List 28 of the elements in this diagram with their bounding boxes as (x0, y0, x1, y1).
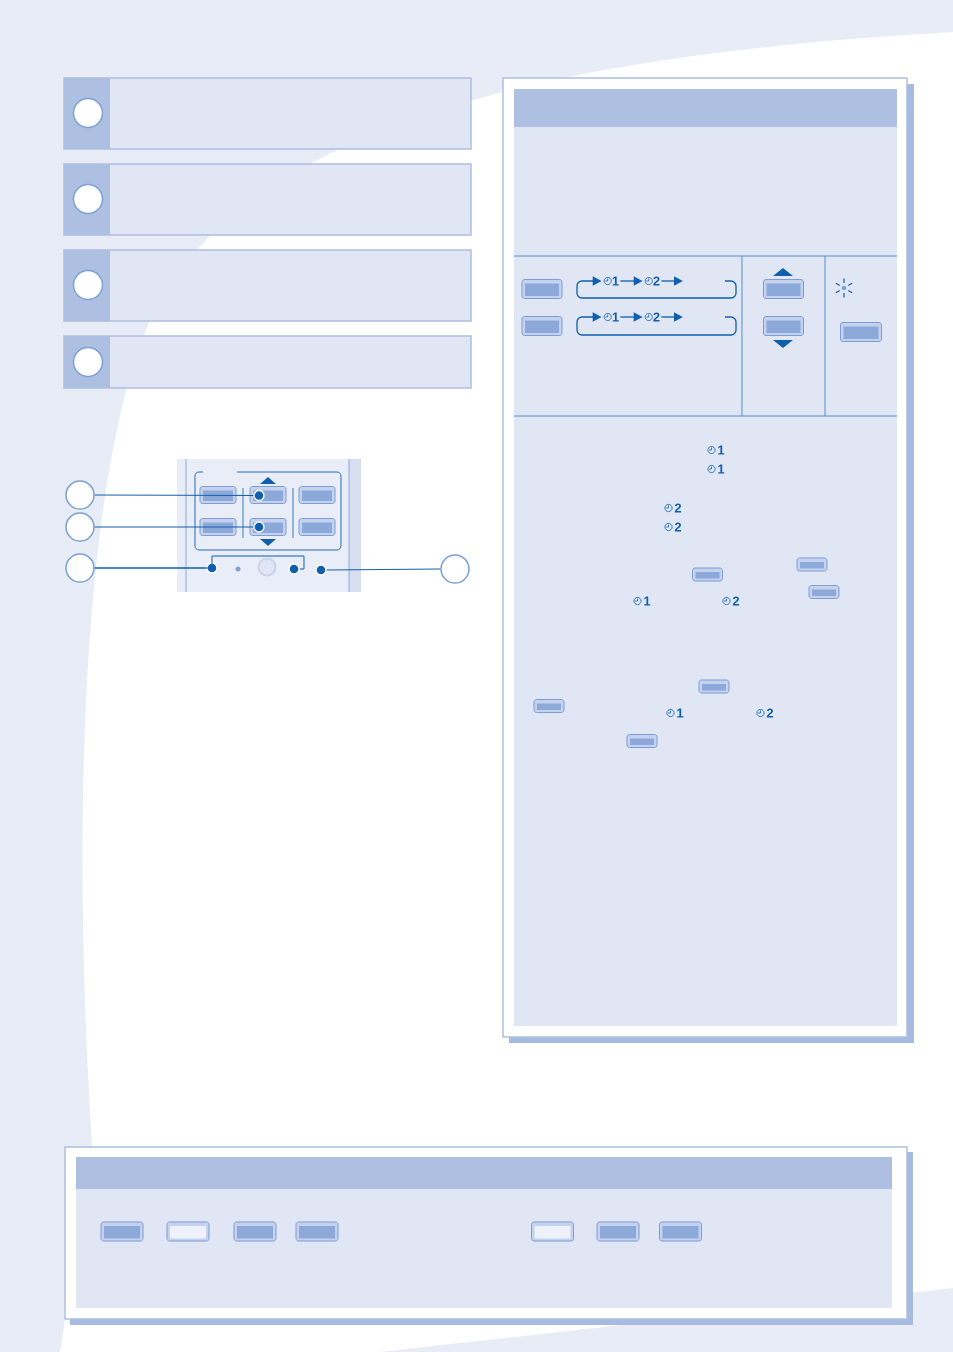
timer-number: 1 (677, 708, 684, 718)
timer-number: 2 (653, 276, 660, 286)
timer-number: 2 (674, 522, 682, 532)
arrow (660, 276, 683, 286)
number-circle (72, 183, 104, 215)
timer-number: 1 (612, 312, 619, 322)
loop-arrow (576, 312, 737, 336)
timer-number: 2 (653, 312, 660, 322)
callout-circle (65, 512, 95, 542)
number-circle (72, 269, 104, 301)
loop-arrow (576, 276, 737, 299)
leader-line (326, 568, 441, 571)
callout-circle (440, 554, 470, 584)
timer-number: 1 (718, 464, 725, 474)
timer-number: 1 (644, 596, 651, 606)
timer-number: 2 (674, 503, 682, 513)
timer-number: 1 (612, 276, 619, 286)
callout-circle (65, 480, 95, 510)
timer-number: 2 (766, 708, 774, 718)
leader-line (94, 555, 305, 570)
callout-circle (65, 553, 95, 583)
arrow (660, 312, 683, 322)
leader-line (94, 494, 254, 496)
number-circle (72, 97, 104, 129)
timer-number: 1 (718, 445, 725, 455)
number-circle (72, 346, 104, 378)
timer-number: 2 (732, 596, 740, 606)
leader-line (94, 526, 254, 528)
